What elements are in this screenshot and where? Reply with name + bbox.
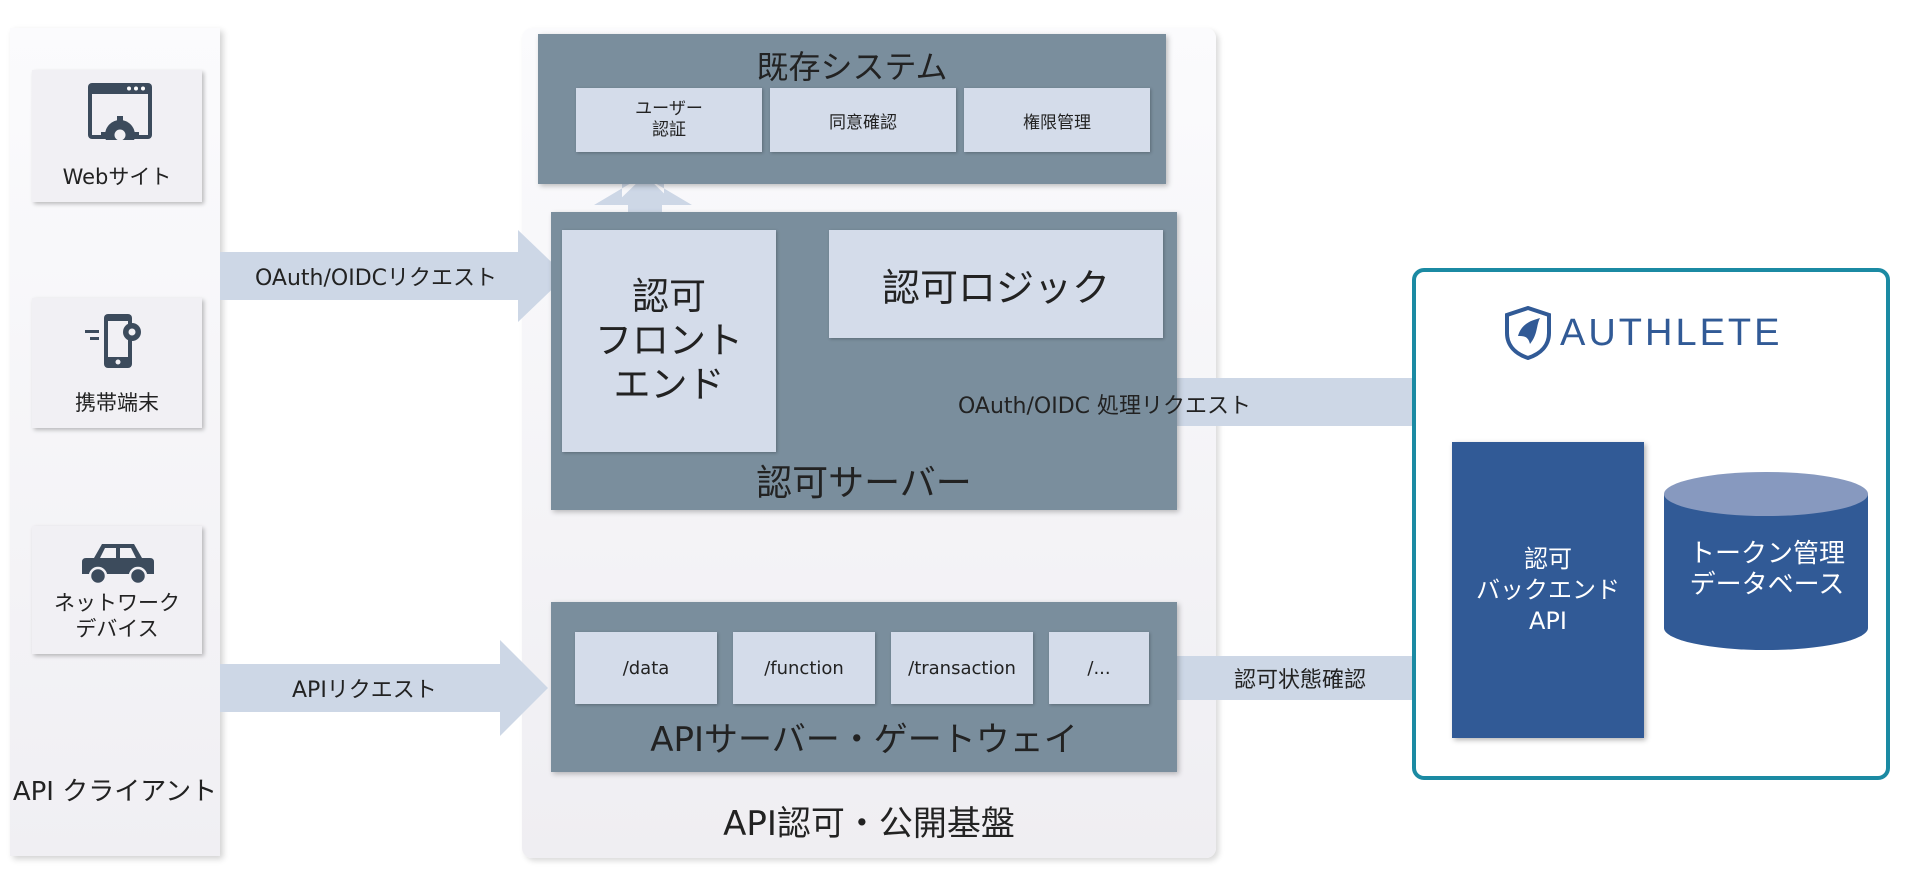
authz-server-title: 認可サーバー bbox=[756, 463, 972, 504]
platform-title: API認可・公開基盤 bbox=[723, 804, 1015, 844]
endpoint-transaction: /transaction bbox=[891, 632, 1033, 704]
car-icon bbox=[82, 544, 154, 586]
website-card: Webサイト bbox=[32, 70, 202, 202]
network-device-label: ネットワーク デバイス bbox=[54, 591, 180, 641]
existing-system-title: 既存システム bbox=[756, 48, 948, 86]
website-gear-icon bbox=[88, 83, 152, 140]
endpoint-more: /... bbox=[1049, 632, 1149, 704]
permission-module: 権限管理 bbox=[964, 88, 1150, 152]
status-check-label: 認可状態確認 bbox=[1234, 668, 1367, 693]
authlete-shield-icon bbox=[1505, 306, 1551, 360]
network-device-card: ネットワーク デバイス bbox=[32, 526, 202, 654]
mobile-card: 携帯端末 bbox=[32, 298, 202, 428]
mobile-gear-icon bbox=[85, 314, 141, 368]
status-check-arrow bbox=[1174, 632, 1460, 724]
api-request-arrow bbox=[220, 640, 548, 736]
endpoint-data: /data bbox=[575, 632, 717, 704]
authz-logic-box: 認可ロジック bbox=[829, 230, 1163, 338]
authz-backend-api-box: 認可 バックエンド API bbox=[1452, 442, 1644, 738]
authlete-panel: AUTHLETE 認可 バックエンド API トークン管理 データベース bbox=[1412, 268, 1890, 780]
processing-request-label: OAuth/OIDC 処理リクエスト bbox=[958, 394, 1252, 419]
token-database-cylinder bbox=[1664, 472, 1868, 650]
user-auth-module: ユーザー 認証 bbox=[576, 88, 762, 152]
endpoint-function: /function bbox=[733, 632, 875, 704]
website-label: Webサイト bbox=[62, 165, 172, 189]
api-client-title: API クライアント bbox=[12, 777, 218, 807]
consent-module: 同意確認 bbox=[770, 88, 956, 152]
existing-system-box: 既存システム ユーザー 認証 同意確認 権限管理 bbox=[538, 34, 1166, 184]
oauth-request-arrow bbox=[220, 230, 566, 322]
authlete-logo-text: AUTHLETE bbox=[1560, 312, 1783, 354]
api-gateway-box: /data /function /transaction /... APIサーバ… bbox=[551, 602, 1177, 772]
authz-frontend-box: 認可 フロント エンド bbox=[562, 230, 776, 452]
oauth-request-label: OAuth/OIDCリクエスト bbox=[255, 266, 498, 291]
api-request-label: APIリクエスト bbox=[292, 678, 437, 703]
token-database-label: トークン管理 データベース bbox=[1688, 539, 1845, 600]
api-gateway-title: APIサーバー・ゲートウェイ bbox=[650, 720, 1078, 760]
mobile-label: 携帯端末 bbox=[75, 391, 159, 415]
frontend-up-arrow-head bbox=[614, 175, 676, 205]
